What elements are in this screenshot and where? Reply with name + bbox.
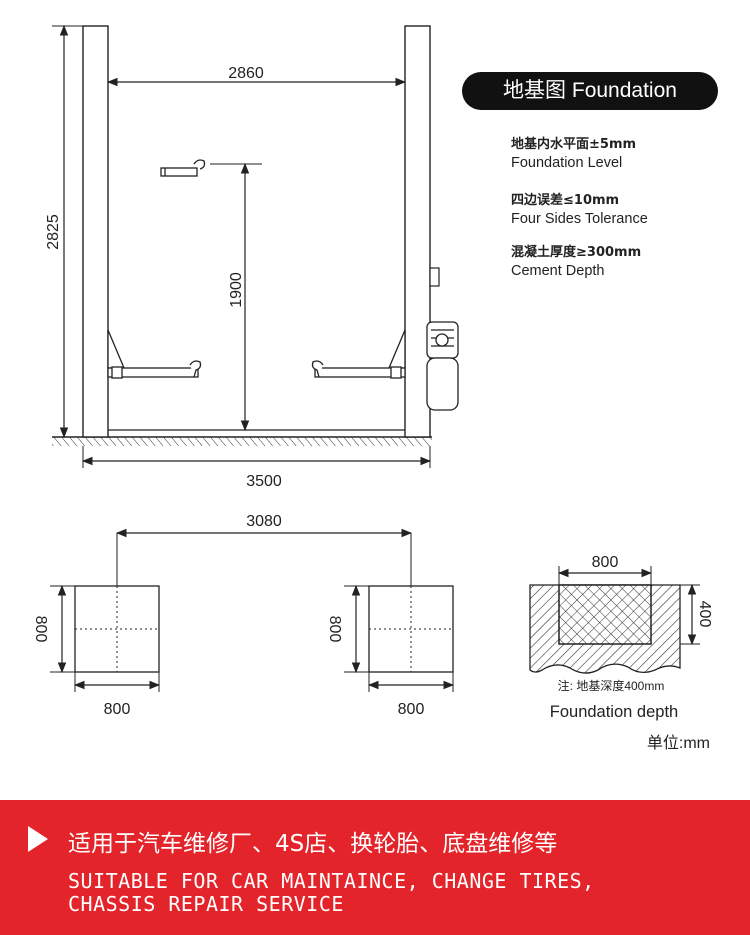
dim-arm-height: 1900	[210, 162, 262, 432]
dim-section-width-label: 800	[592, 554, 619, 571]
right-lift-arm	[311, 329, 406, 379]
dim-pad-spacing: 3080	[115, 513, 413, 586]
dim-column-spacing-label: 2860	[228, 65, 264, 82]
dim-right-pad-height-label: 800	[326, 616, 343, 643]
foundation-section: 800 400 注: 地基深度400mm Foundation depth 单位…	[529, 554, 713, 752]
spec-tolerance: 四边误差≤10mm Four Sides Tolerance	[511, 191, 648, 229]
ground	[52, 436, 432, 446]
spec-tolerance-zh: 四边误差≤10mm	[511, 193, 620, 208]
dim-column-spacing: 2860	[106, 65, 407, 87]
dim-base-width: 3500	[81, 446, 432, 490]
spec-depth-en: Cement Depth	[511, 263, 605, 279]
dim-left-pad-height-label: 800	[32, 616, 49, 643]
banner-zh: 适用于汽车维修厂、4S店、换轮胎、底盘维修等	[68, 831, 558, 857]
left-lift-arm	[107, 329, 202, 379]
unit-label: 单位:mm	[647, 734, 710, 752]
raised-lift-arm	[160, 159, 206, 177]
dim-left-pad-width: 800	[73, 672, 161, 718]
banner-en: SUITABLE FOR CAR MAINTAINCE, CHANGE TIRE…	[68, 870, 595, 916]
play-icon	[28, 826, 48, 852]
banner-en-line1: SUITABLE FOR CAR MAINTAINCE, CHANGE TIRE…	[68, 869, 595, 893]
left-column	[82, 25, 109, 438]
banner-en-line2: CHASSIS REPAIR SERVICE	[68, 892, 344, 916]
dim-base-width-label: 3500	[246, 473, 282, 490]
dim-right-pad-width: 800	[367, 672, 455, 718]
section-caption: Foundation depth	[550, 703, 678, 721]
spec-tolerance-en: Four Sides Tolerance	[511, 211, 648, 227]
spec-level-zh: 地基内水平面±5mm	[511, 137, 637, 152]
spec-level-en: Foundation Level	[511, 155, 623, 171]
dim-arm-height-label: 1900	[228, 272, 245, 308]
dim-left-pad-width-label: 800	[104, 701, 131, 718]
dim-total-height: 2825	[45, 24, 83, 439]
spec-level: 地基内水平面±5mm Foundation Level	[511, 135, 636, 173]
dim-section-depth-label: 400	[696, 601, 713, 628]
footer-banner: 适用于汽车维修厂、4S店、换轮胎、底盘维修等 SUITABLE FOR CAR …	[0, 800, 750, 935]
dim-right-pad-height: 800	[326, 584, 369, 674]
section-note: 注: 地基深度400mm	[558, 678, 665, 693]
right-column	[404, 25, 440, 438]
dim-total-height-label: 2825	[45, 214, 62, 250]
dim-right-pad-width-label: 800	[398, 701, 425, 718]
right-foundation-pad	[368, 585, 454, 673]
foundation-drawing: 2860 2825 1900 3500 3080	[32, 24, 713, 752]
section-title: 地基图 Foundation	[462, 72, 718, 110]
motor-unit	[426, 321, 459, 411]
left-foundation-pad	[74, 585, 160, 673]
dim-left-pad-height: 800	[32, 584, 75, 674]
dim-pad-spacing-label: 3080	[246, 513, 282, 530]
spec-depth-zh: 混凝土厚度≥300mm	[511, 245, 642, 260]
spec-depth: 混凝土厚度≥300mm Cement Depth	[511, 243, 641, 281]
